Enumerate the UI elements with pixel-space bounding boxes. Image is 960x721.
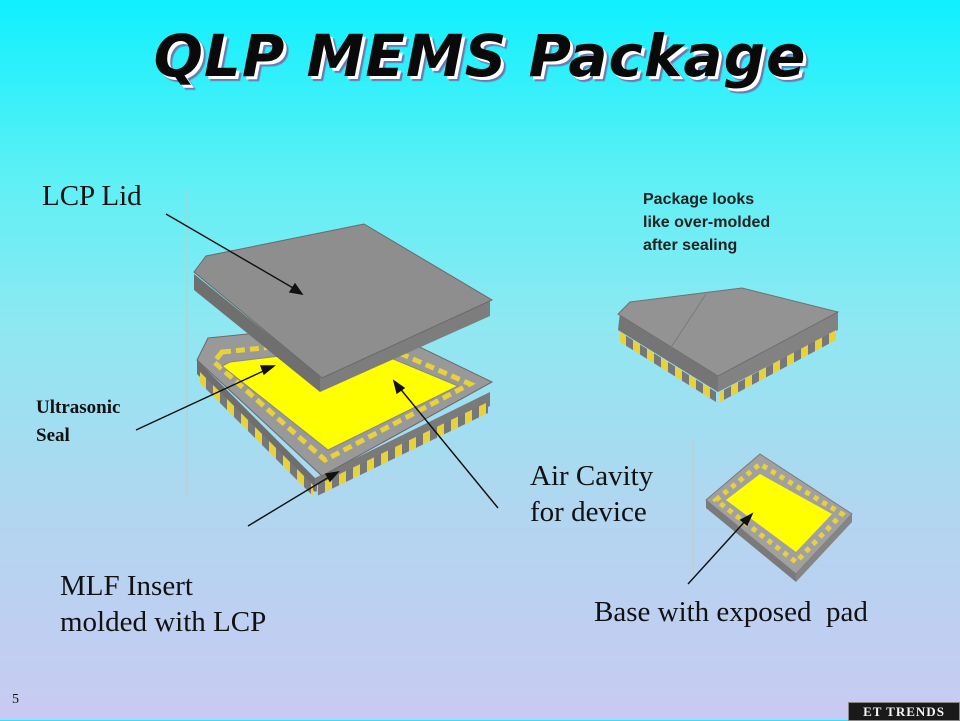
ultrasonic-line-1: Ultrasonic bbox=[36, 397, 121, 418]
label-base-exposed-pad: Base with exposed pad bbox=[594, 596, 868, 628]
slide-title: QLP MEMS Package bbox=[153, 22, 807, 90]
page-number: 5 bbox=[12, 692, 19, 707]
leader-lines bbox=[135, 213, 754, 585]
label-package-note: Package looks like over-molded after sea… bbox=[643, 188, 770, 257]
base-exposed-pad bbox=[705, 453, 853, 582]
mlf-line-2: molded with LCP bbox=[60, 606, 267, 638]
package-note-line-3: after sealing bbox=[643, 237, 738, 254]
air-cavity-line-2: for device bbox=[530, 496, 647, 528]
package-note-line-2: like over-molded bbox=[643, 214, 771, 231]
lcp-lid bbox=[193, 223, 494, 392]
air-cavity-line-1: Air Cavity bbox=[530, 460, 654, 492]
package-note-line-1: Package looks bbox=[643, 191, 755, 208]
label-ultrasonic-seal: Ultrasonic Seal bbox=[36, 394, 120, 450]
label-lcp-lid: LCP Lid bbox=[42, 180, 142, 212]
et-trends-logo: ET TRENDS bbox=[848, 702, 960, 721]
label-air-cavity: Air Cavity for device bbox=[530, 458, 653, 530]
sealed-package bbox=[617, 287, 840, 402]
mlf-line-1: MLF Insert bbox=[60, 570, 193, 602]
label-mlf-insert: MLF Insert molded with LCP bbox=[60, 568, 266, 640]
ultrasonic-line-2: Seal bbox=[36, 425, 70, 446]
